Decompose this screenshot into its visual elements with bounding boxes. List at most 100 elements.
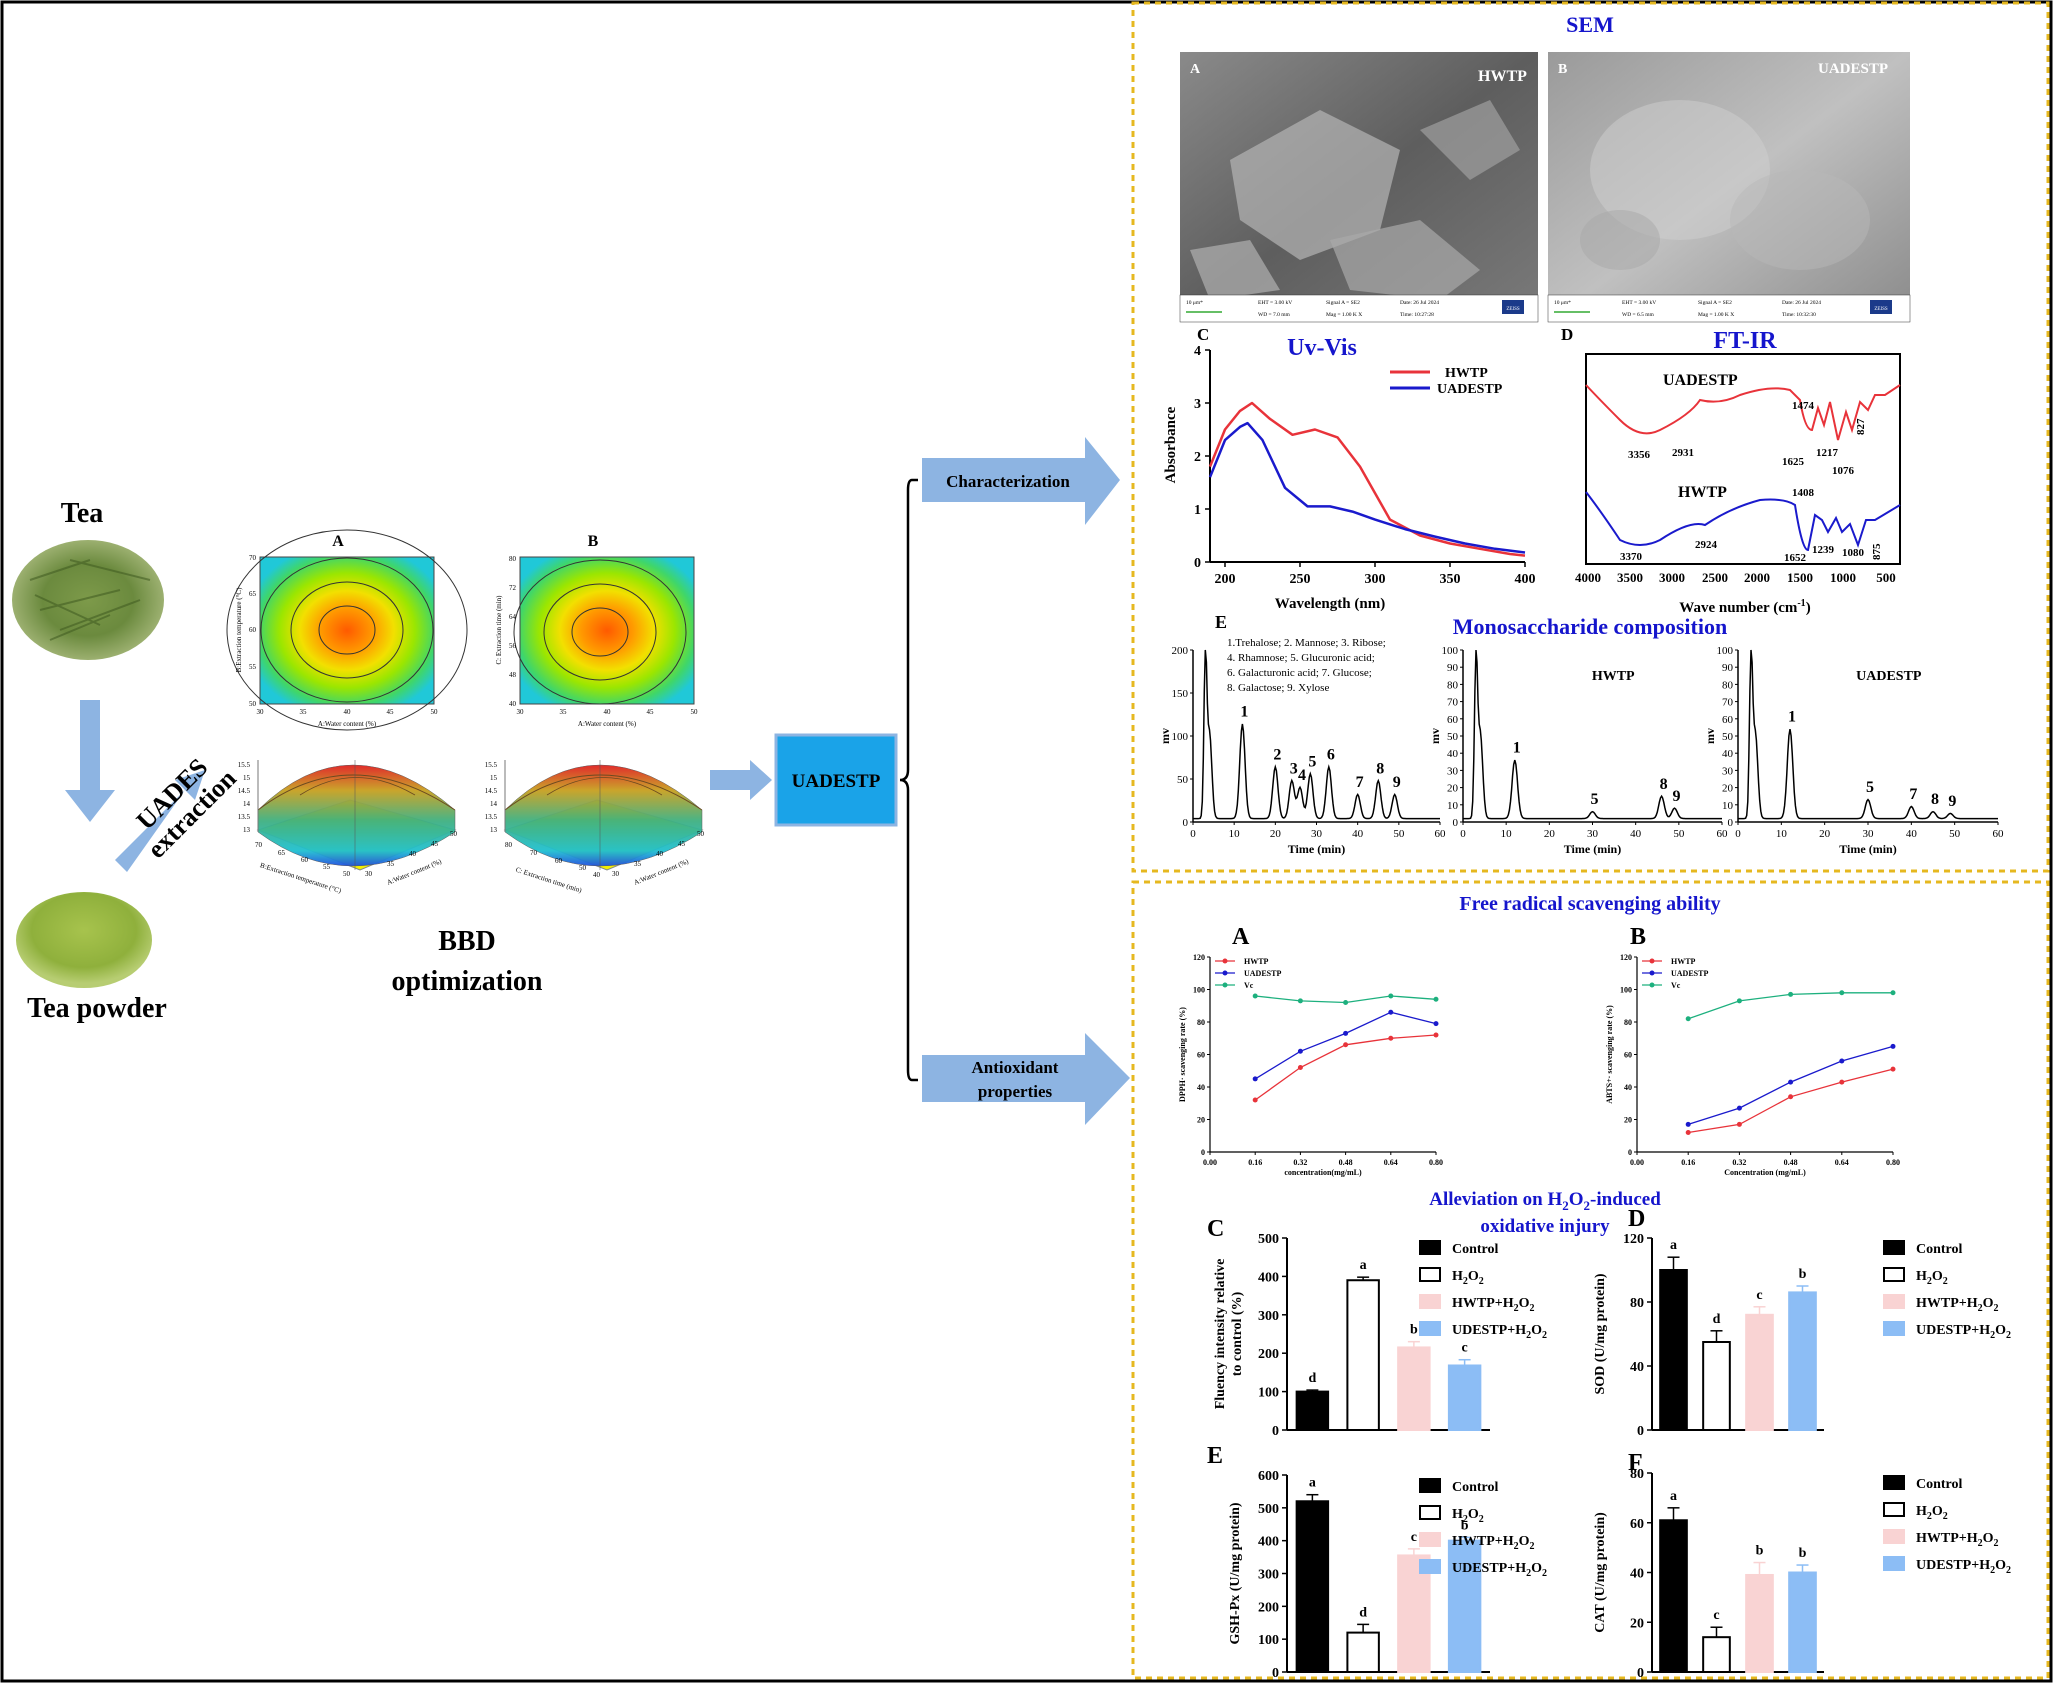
scavA-legend-2: Vc <box>1244 981 1254 990</box>
sem-a-panel: A <box>1190 62 1201 77</box>
sem-a-time: Time: 10:27:28 <box>1400 312 1434 318</box>
sem-b-wd: WD = 6.5 mm <box>1622 312 1655 318</box>
mono-2-ytick-9: 90 <box>1722 662 1734 674</box>
bar-0-letter-3: c <box>1462 1341 1468 1356</box>
alleviation-end: -induced <box>1590 1189 1661 1210</box>
mono-2-ytick-10: 100 <box>1717 645 1734 657</box>
ftir-xtick-3: 2500 <box>1702 570 1728 585</box>
mono-1-ytick-4: 40 <box>1447 748 1459 760</box>
mono-2-ytick-2: 20 <box>1722 783 1734 795</box>
scavB-point-2-0 <box>1685 1016 1691 1022</box>
scavB-xtick-0: 0.00 <box>1630 1158 1644 1167</box>
surf-b-ztick-4: 13.5 <box>485 813 498 821</box>
surf-b-ztick-1: 15 <box>490 774 498 782</box>
surf-b-xlabel: A:Water content (%) <box>633 857 691 886</box>
ftir-xlabel-end: ) <box>1806 600 1811 616</box>
scavB-xlabel: Concentration (mg/mL) <box>1724 1168 1806 1177</box>
mono-panel: E <box>1215 612 1227 632</box>
scavB-legend-2: Vc <box>1671 981 1681 990</box>
tea-powder-label: Tea powder <box>27 993 167 1024</box>
uv-xtick-0: 200 <box>1215 572 1236 587</box>
bar-3-bar-2 <box>1745 1573 1774 1674</box>
scavA-xtick-2: 0.32 <box>1293 1158 1307 1167</box>
arrow-diagonal <box>115 770 205 872</box>
bar-3-legend-3: UDESTP+H2O2 <box>1916 1558 2011 1576</box>
scavB-point-0-1 <box>1736 1121 1742 1127</box>
sem-a-brand: ZEISS <box>1506 307 1520 312</box>
sem-b-time: Time: 10:32:30 <box>1782 312 1816 318</box>
surf-b-ztick-2: 14.5 <box>485 787 498 795</box>
mono-1-xtick-4: 40 <box>1630 828 1642 840</box>
mono-1-xtick-3: 30 <box>1587 828 1599 840</box>
bar-3-ytick-3: 60 <box>1630 1517 1644 1532</box>
contour-b-ylabel: C: Extraction time (min) <box>495 595 503 665</box>
mono-0-peak-1: 2 <box>1273 747 1281 764</box>
ftir-xtick-7: 500 <box>1876 570 1896 585</box>
scavB-xtick-4: 0.64 <box>1835 1158 1849 1167</box>
contour-b-panel: B <box>588 533 599 550</box>
contour-a-ytick-4: 70 <box>249 554 257 562</box>
surf-a-ztick-4: 13.5 <box>238 813 251 821</box>
bar-3-legend-1: H2O2 <box>1916 1504 1948 1522</box>
bar-2-bar-0 <box>1295 1500 1330 1674</box>
bar-0-bar-3 <box>1447 1364 1482 1432</box>
ftir-top-peak-5: 1076 <box>1832 465 1855 477</box>
surf-a-ytick-0: 50 <box>343 870 351 878</box>
uv-ytick-2: 2 <box>1194 450 1201 465</box>
surf-b-xtick-4: 50 <box>697 830 705 838</box>
surf-a-ytick-4: 70 <box>255 841 263 849</box>
bar-1-legend-3: UDESTP+H2O2 <box>1916 1323 2011 1341</box>
scavA-legend-1: UADESTP <box>1244 969 1281 978</box>
bar-2-ytick-1: 100 <box>1258 1633 1279 1648</box>
uv-xtick-3: 350 <box>1440 572 1461 587</box>
mono-2-xlabel: Time (min) <box>1839 842 1896 856</box>
bar-0-ytick-2: 200 <box>1258 1347 1279 1362</box>
mono-0-ytick-0: 0 <box>1183 817 1189 829</box>
surf-a-ytick-2: 60 <box>301 856 309 864</box>
mono-0-ytick-3: 150 <box>1172 688 1189 700</box>
contour-b-ytick-0: 40 <box>509 700 517 708</box>
uv-ytick-4: 4 <box>1194 344 1201 359</box>
bar-0-ylabel-2: to control (%) <box>1230 1291 1245 1376</box>
contour-b-xtick-4: 50 <box>691 708 699 716</box>
scavB-ytick-5: 100 <box>1620 986 1632 995</box>
scavB-point-2-3 <box>1839 990 1845 996</box>
bar-2-ytick-4: 400 <box>1258 1535 1279 1550</box>
surf-b-xtick-0: 30 <box>612 870 620 878</box>
characterization-label: Characterization <box>946 472 1070 491</box>
bar-3-ytick-0: 0 <box>1637 1666 1644 1681</box>
ftir-xtick-0: 4000 <box>1575 570 1601 585</box>
bar-2-ytick-3: 300 <box>1258 1568 1279 1583</box>
mono-0-peak-2: 3 <box>1290 760 1298 777</box>
mono-1-xtick-2: 20 <box>1544 828 1556 840</box>
surf-b-ztick-5: 13 <box>490 826 498 834</box>
scavB-line-1 <box>1688 1045 1894 1126</box>
ftir-bottom-peak-1: 2924 <box>1695 539 1718 551</box>
mono-0-xtick-4: 40 <box>1352 828 1364 840</box>
bar-2-ytick-0: 0 <box>1272 1666 1279 1681</box>
bar-2-bar-1 <box>1346 1631 1380 1673</box>
ftir-bottom-peak-3: 1408 <box>1792 487 1815 499</box>
scavA-point-1-4 <box>1433 1021 1439 1027</box>
svg-text:Alleviation on H2O2-induced: Alleviation on H2O2-induced <box>1429 1189 1661 1213</box>
bar-3-panel: F <box>1628 1450 1643 1476</box>
scavA-ytick-0: 0 <box>1201 1148 1205 1157</box>
scavB-point-1-1 <box>1736 1105 1742 1111</box>
uv-ytick-3: 3 <box>1194 397 1201 412</box>
scav-a-panel: A <box>1232 924 1250 950</box>
ftir-xtick-2: 3000 <box>1659 570 1685 585</box>
scavA-xtick-5: 0.80 <box>1429 1158 1443 1167</box>
mono-0-xtick-0: 0 <box>1190 828 1196 840</box>
branch-brace <box>899 478 918 1082</box>
contour-a-ytick-2: 60 <box>249 626 257 634</box>
scavA-point-0-1 <box>1297 1065 1303 1070</box>
mono-0-peak-6: 7 <box>1356 774 1364 791</box>
mono-legend-3: 8. Galactose; 9. Xylose <box>1227 682 1329 694</box>
mono-1-trace <box>1463 649 1722 820</box>
ftir-xtick-4: 2000 <box>1744 570 1770 585</box>
scavA-ylabel: DPPH· scavenging rate (%) <box>1178 1007 1187 1102</box>
